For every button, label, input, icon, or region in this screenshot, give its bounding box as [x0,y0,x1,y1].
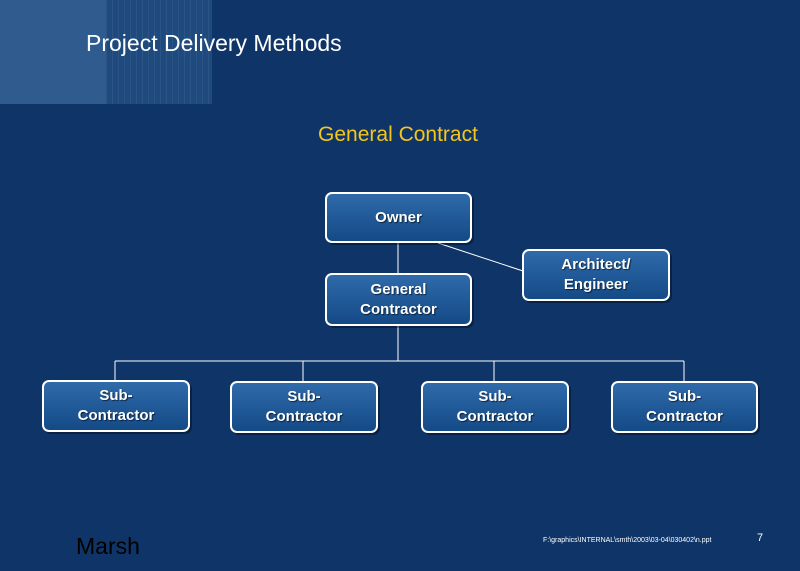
subcontractor-box: Sub- Contractor [421,381,569,433]
subcontractor-label: Sub- Contractor [265,388,343,425]
subcontractor-box: Sub- Contractor [611,381,758,433]
architect-engineer-label: Architect/ Engineer [561,256,631,293]
slide-title: Project Delivery Methods [86,30,342,56]
corner-decoration-lines [106,0,212,104]
owner-box: Owner [325,192,472,243]
subcontractor-label: Sub- Contractor [456,388,534,425]
page-number: 7 [757,532,764,544]
subcontractor-label: Sub- Contractor [77,387,155,424]
corner-decoration-shade [106,0,212,104]
subcontractor-label: Sub- Contractor [646,388,723,425]
subcontractor-box: Sub- Contractor [230,381,378,433]
general-contractor-box: General Contractor [325,273,472,326]
subcontractor-box: Sub- Contractor [42,380,190,432]
owner-to-architect-connector [437,242,524,272]
corner-decoration [0,0,106,104]
general-contractor-label: General Contractor [360,280,437,318]
owner-label: Owner [375,208,422,226]
footer-brand: Marsh [76,533,140,559]
footer-file-path: F:\graphics\INTERNAL\smth\2003\03-04\030… [543,537,712,544]
architect-engineer-box: Architect/ Engineer [522,249,670,301]
diagram-subtitle: General Contract [318,123,478,146]
